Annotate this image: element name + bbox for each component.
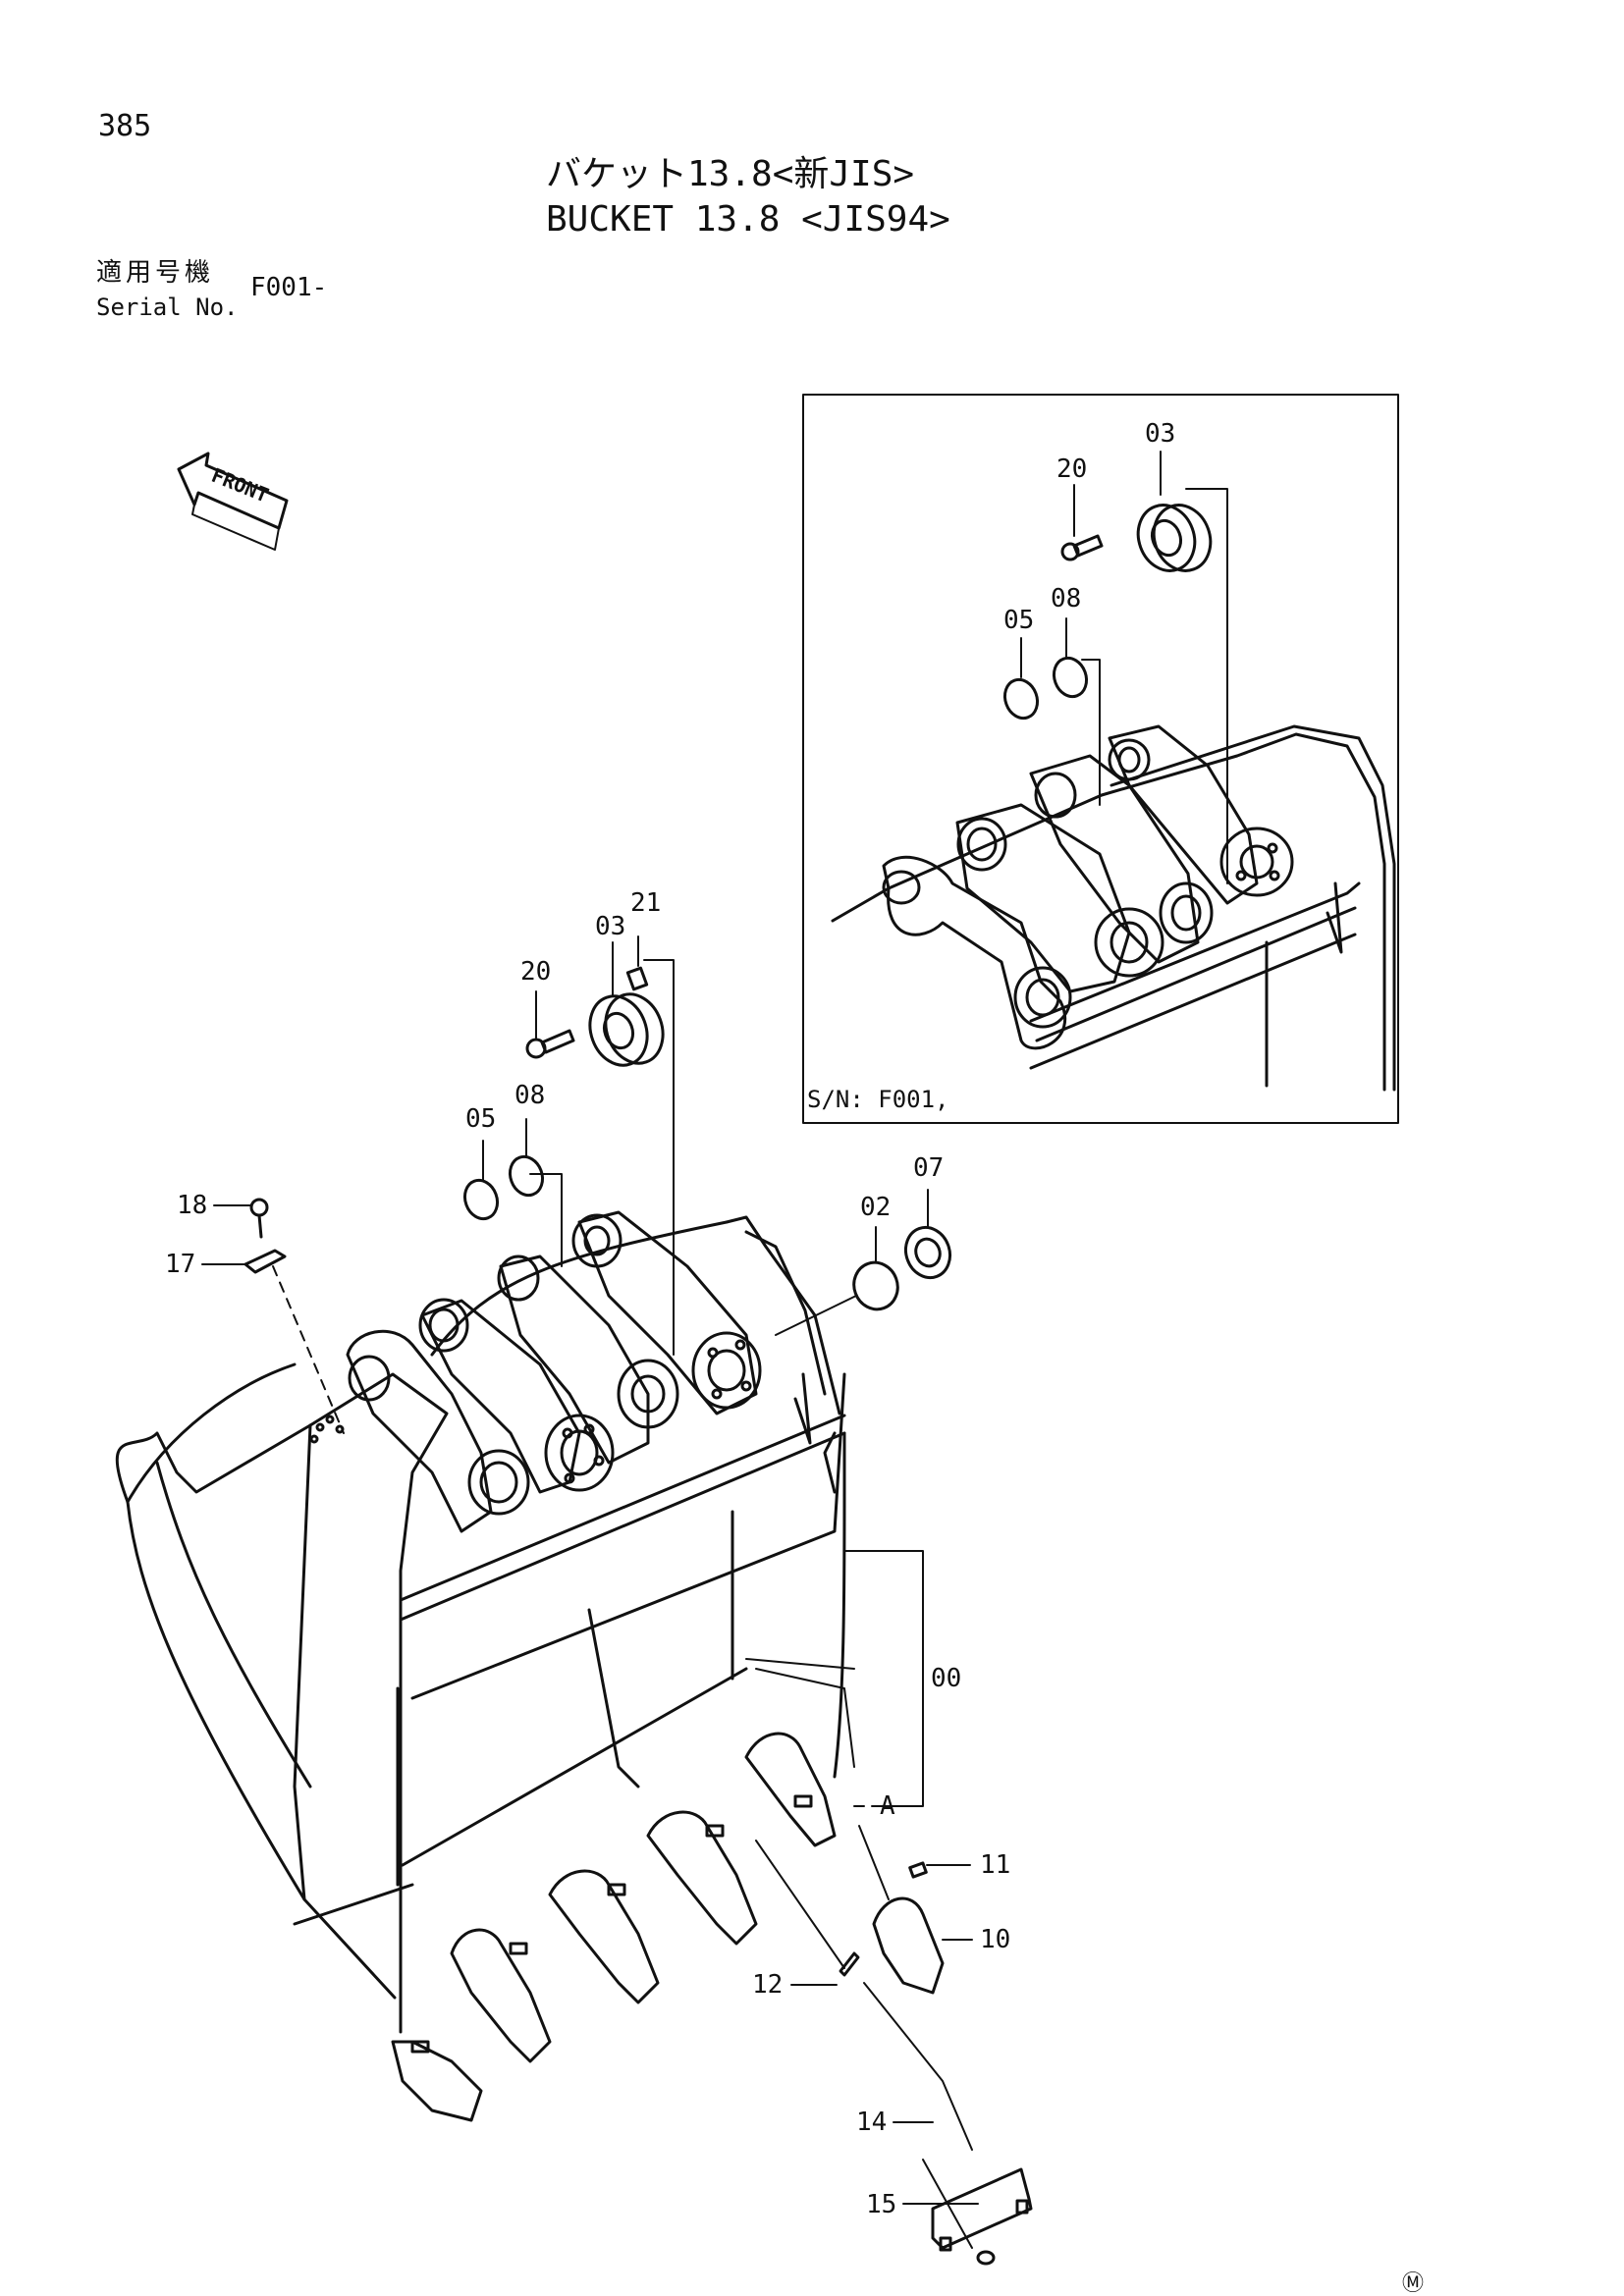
inset-parts — [1002, 488, 1228, 884]
maker-mark-icon: Ⓜ — [1402, 2271, 1425, 2296]
callout-07: 07 — [913, 1153, 944, 1183]
callout-20: 20 — [520, 957, 551, 987]
callout-leaders — [201, 451, 1162, 2205]
detail-marker-a: A — [880, 1791, 895, 1821]
callout-21: 21 — [630, 888, 661, 918]
title-japanese: バケット13.8<新JIS> — [546, 154, 915, 194]
main-parts — [244, 959, 1033, 2266]
callout-11: 11 — [980, 1850, 1010, 1880]
serial-value: F001- — [250, 273, 328, 302]
callout-08: 08 — [514, 1081, 545, 1110]
callout-00: 00 — [931, 1664, 961, 1693]
front-arrow-icon: FRONT — [177, 452, 289, 551]
inset-caption: S/N: F001, — [807, 1086, 949, 1113]
inset-callout-08: 08 — [1051, 584, 1081, 614]
inset-callout-20: 20 — [1056, 454, 1087, 484]
callout-12: 12 — [752, 1970, 783, 2000]
serial-label-english: Serial No. — [96, 294, 239, 321]
callout-03: 03 — [595, 912, 625, 941]
callout-02: 02 — [860, 1193, 891, 1222]
callout-labels: 03 20 05 08 03 21 20 05 08 02 07 18 17 0… — [165, 419, 1175, 2219]
callout-05: 05 — [465, 1104, 496, 1134]
callout-17: 17 — [165, 1250, 195, 1279]
page-number: 385 — [98, 109, 152, 143]
inset-callout-03: 03 — [1145, 419, 1175, 449]
callout-18: 18 — [177, 1191, 207, 1220]
title-english: BUCKET 13.8 <JIS94> — [546, 199, 950, 240]
inset-callout-05: 05 — [1003, 606, 1034, 635]
serial-label-japanese: 適用号機 — [96, 258, 215, 288]
inset-frame — [802, 394, 1399, 1124]
callout-14: 14 — [856, 2108, 887, 2137]
inset-bucket-illustration — [831, 724, 1396, 1092]
main-bucket-illustration — [115, 1210, 855, 2122]
callout-15: 15 — [866, 2190, 896, 2219]
callout-10: 10 — [980, 1925, 1010, 1954]
